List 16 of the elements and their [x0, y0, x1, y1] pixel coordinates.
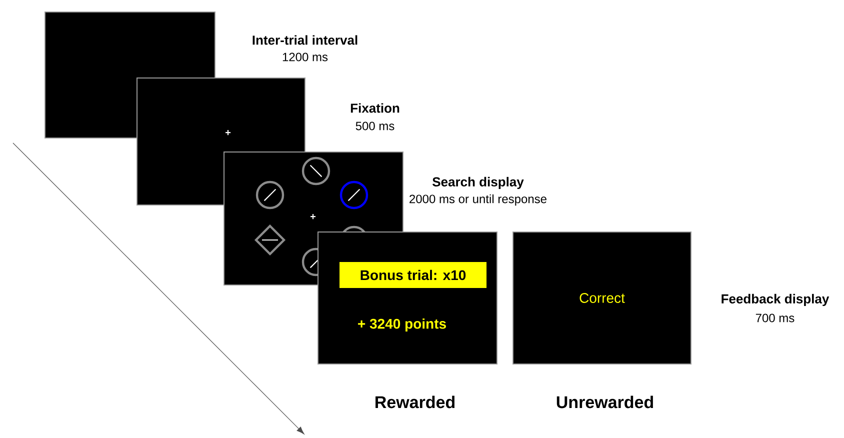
condition-label: Unrewarded [556, 396, 653, 408]
phase-label: Search display [432, 176, 524, 190]
duration-label: 2000 ms or until response [410, 194, 546, 206]
duration-label: 500 ms [356, 122, 394, 130]
duration-label: 700 ms [756, 314, 794, 322]
phase-label: Inter-trial interval [252, 35, 358, 45]
feedback-text: Correct [580, 293, 625, 303]
bonus-banner: Bonus trial: x10 [340, 262, 486, 288]
duration-label: 1200 ms [282, 52, 328, 62]
screen [512, 232, 692, 364]
fixation-cross: + [226, 130, 231, 136]
condition-label: Rewarded [376, 396, 454, 408]
phase-label: Feedback display [722, 294, 830, 306]
phase-label: Fixation [350, 103, 400, 113]
fixation-cross: + [310, 214, 316, 220]
feedback-text: + 3240 points [358, 318, 446, 332]
